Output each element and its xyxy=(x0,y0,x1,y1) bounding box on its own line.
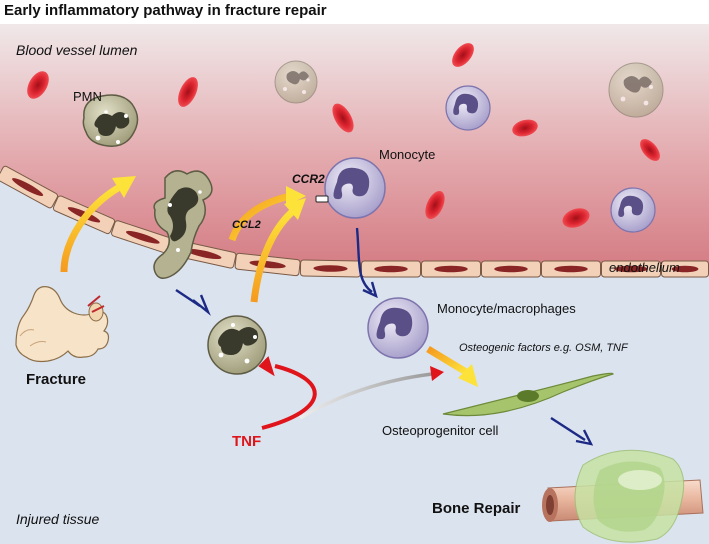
transmigrating-pmn-icon xyxy=(153,170,213,279)
endothelial-cell xyxy=(541,260,601,278)
endothelial-nucleus xyxy=(671,265,699,273)
background-pmn-cells xyxy=(274,60,664,118)
pmn-cell-icon xyxy=(274,60,318,104)
endothelium-layer xyxy=(0,165,709,278)
monocyte-icon xyxy=(445,85,491,131)
orange-arrow xyxy=(228,192,291,242)
ccl2-label: CCL2 xyxy=(232,219,261,231)
endothelial-nucleus xyxy=(614,265,648,273)
endothelial-nucleus xyxy=(313,265,348,272)
rbc-icon xyxy=(27,71,49,99)
rbc-icon xyxy=(425,190,445,220)
endothelial-nucleus xyxy=(186,249,222,260)
monocyte-icon xyxy=(610,187,656,233)
lumen-label: Blood vessel lumen xyxy=(16,42,138,58)
rbc-icon xyxy=(178,77,198,107)
fracture-label: Fracture xyxy=(26,371,87,388)
fractured-foot-icon xyxy=(15,286,110,363)
bone-repair-icon xyxy=(542,449,704,543)
ccr2-receptor-icon xyxy=(315,195,329,203)
tnf-grey-arrow xyxy=(299,372,433,420)
monocyte-label: Monocyte xyxy=(379,147,436,162)
monocyte-macrophages-label: Monocyte/macrophages xyxy=(437,301,576,316)
endothelial-nucleus xyxy=(125,230,160,244)
endothelial-nucleus xyxy=(434,265,468,273)
pmn-cell-icon xyxy=(82,94,139,147)
diagram-title: Early inflammatory pathway in fracture r… xyxy=(4,2,327,19)
endothelial-cell xyxy=(361,260,421,278)
endothelial-nucleus xyxy=(374,265,408,273)
endothelial-cell xyxy=(601,260,661,278)
rbc-icon xyxy=(562,208,590,228)
endothelial-cell xyxy=(299,259,362,278)
arrow-head xyxy=(286,186,306,206)
endothelium-label: endothelium xyxy=(609,260,680,275)
endothelial-nucleus xyxy=(494,265,528,273)
navy-arrow xyxy=(355,227,373,293)
orange-arrow xyxy=(250,209,295,303)
endothelial-cell xyxy=(421,260,481,278)
endothelial-cell xyxy=(481,260,541,278)
pmn-label: PMN xyxy=(73,89,102,104)
orange-arrows xyxy=(60,176,478,387)
navy-arrows xyxy=(175,227,594,446)
bone-repair-label: Bone Repair xyxy=(432,500,521,517)
monocyte-cell-icon xyxy=(324,157,386,219)
rbc-icon xyxy=(512,119,538,137)
tnf-red-arrow xyxy=(261,364,317,430)
tnf-arrows xyxy=(258,356,444,430)
background-monocytes xyxy=(445,85,656,233)
osteoprogenitor-label: Osteoprogenitor cell xyxy=(382,423,499,438)
red-blood-cells xyxy=(27,43,660,228)
endothelial-nucleus xyxy=(554,265,588,273)
pmn-cell-icon xyxy=(608,62,664,118)
endothelial-nucleus xyxy=(12,178,44,196)
ccr2-label: CCR2 xyxy=(292,172,325,186)
macrophage-cell-icon xyxy=(367,297,429,359)
osteoprogenitor-cell-icon xyxy=(442,372,614,417)
rbc-icon xyxy=(332,103,354,133)
endothelial-cell xyxy=(0,165,59,209)
tnf-label: TNF xyxy=(232,433,262,450)
arrow-head xyxy=(112,176,136,198)
arrow-head xyxy=(284,198,306,220)
tissue-label: Injured tissue xyxy=(16,511,100,527)
rbc-icon xyxy=(640,139,660,161)
arrow-head xyxy=(458,364,478,387)
navy-arrow xyxy=(550,416,586,442)
tissue-pmn-icon xyxy=(207,315,267,375)
rbc-icon xyxy=(452,43,474,67)
orange-arrow xyxy=(426,346,468,375)
osteogenic-factors-label: Osteogenic factors e.g. OSM, TNF xyxy=(459,342,628,354)
orange-arrow xyxy=(60,184,120,273)
